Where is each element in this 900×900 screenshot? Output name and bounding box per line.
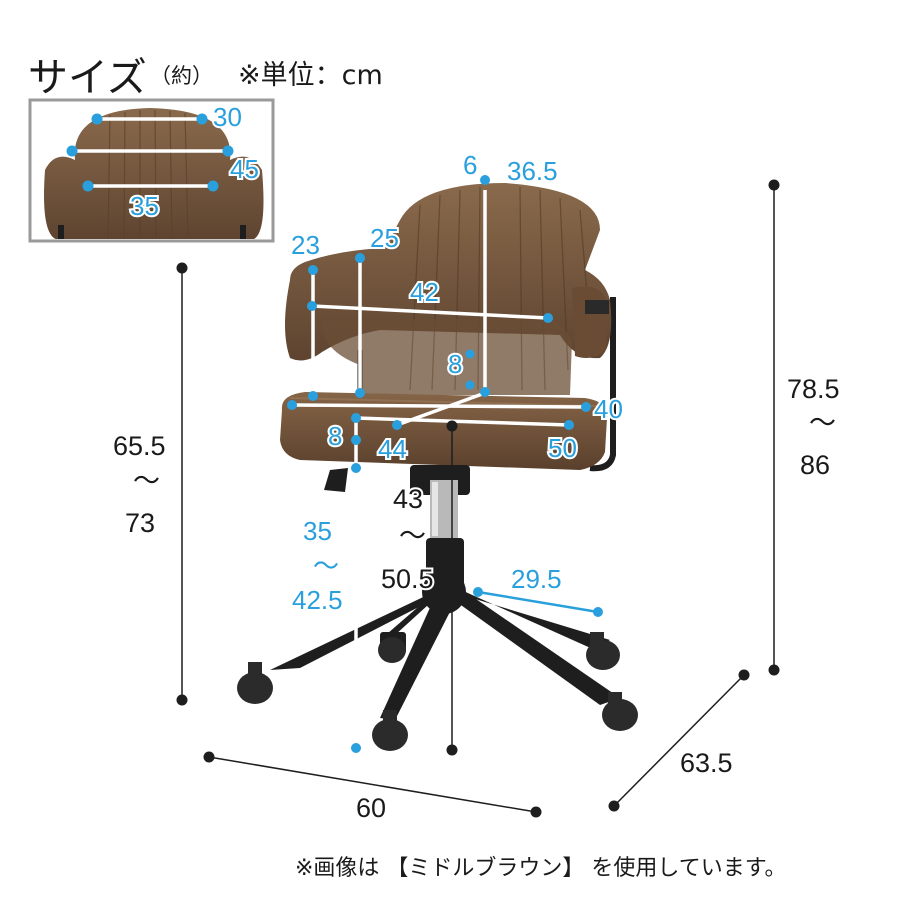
dim-seat-depth: 40 [594, 394, 623, 424]
dim-width: 60 [356, 793, 386, 823]
dim-seat-height-min: 35 [303, 516, 332, 546]
unit-label: ※単位：cm [238, 60, 383, 91]
dim-inner-width: 42 [410, 277, 439, 307]
dim-arm-height-front: 23 [291, 230, 320, 260]
inset-backrest-view: 30 45 35 [28, 98, 275, 243]
dim-caster-radius: 29.5 [511, 564, 562, 594]
dim-depth: 63.5 [680, 748, 733, 778]
dim-total-height-max: 86 [800, 450, 830, 480]
dim-seat-height-tilde: 〜 [313, 551, 339, 581]
blue-dimension-dots [287, 175, 603, 753]
inset-label-top: 30 [213, 102, 242, 132]
dim-back-top-thickness: 6 [463, 150, 477, 180]
dim-seat-thickness-back: 8 [448, 349, 462, 379]
blue-dimension-labels: 6 36.5 23 25 42 8 40 8 44 50 35 〜 42.5 2… [289, 148, 625, 617]
black-dimension-dots [176, 179, 780, 818]
inset-label-outer: 45 [230, 154, 259, 184]
page-title: サイズ [28, 55, 147, 101]
inset-label-inner: 35 [130, 191, 159, 221]
dim-seat-depth-front: 44 [378, 434, 407, 464]
black-dimension-labels: 65.5 〜 73 78.5 〜 86 43 〜 50.5 60 63.5 [111, 372, 842, 825]
dim-back-height: 36.5 [507, 156, 558, 186]
dim-arm-height-tilde: 〜 [133, 466, 160, 496]
dim-total-height-min: 78.5 [787, 374, 840, 404]
dim-seat-thickness-front: 8 [328, 421, 342, 451]
image-color-note: ※画像は 【ミドルブラウン】 を使用しています。 [295, 856, 787, 881]
dim-arm-height-min: 65.5 [113, 431, 166, 461]
dim-seat-width: 50 [548, 433, 577, 463]
chair-illustration [237, 183, 638, 751]
title-note: （約） [150, 64, 213, 88]
dim-arm-height-back: 25 [370, 223, 399, 253]
black-dimension-lines [181, 185, 775, 813]
dim-seat-floor-max: 50.5 [381, 564, 434, 594]
dim-seat-height-max: 42.5 [292, 585, 343, 615]
dim-seat-floor-tilde: 〜 [399, 521, 426, 551]
dim-arm-height-max: 73 [125, 508, 155, 538]
dim-seat-floor-min: 43 [393, 484, 423, 514]
dim-total-height-tilde: 〜 [809, 408, 836, 438]
